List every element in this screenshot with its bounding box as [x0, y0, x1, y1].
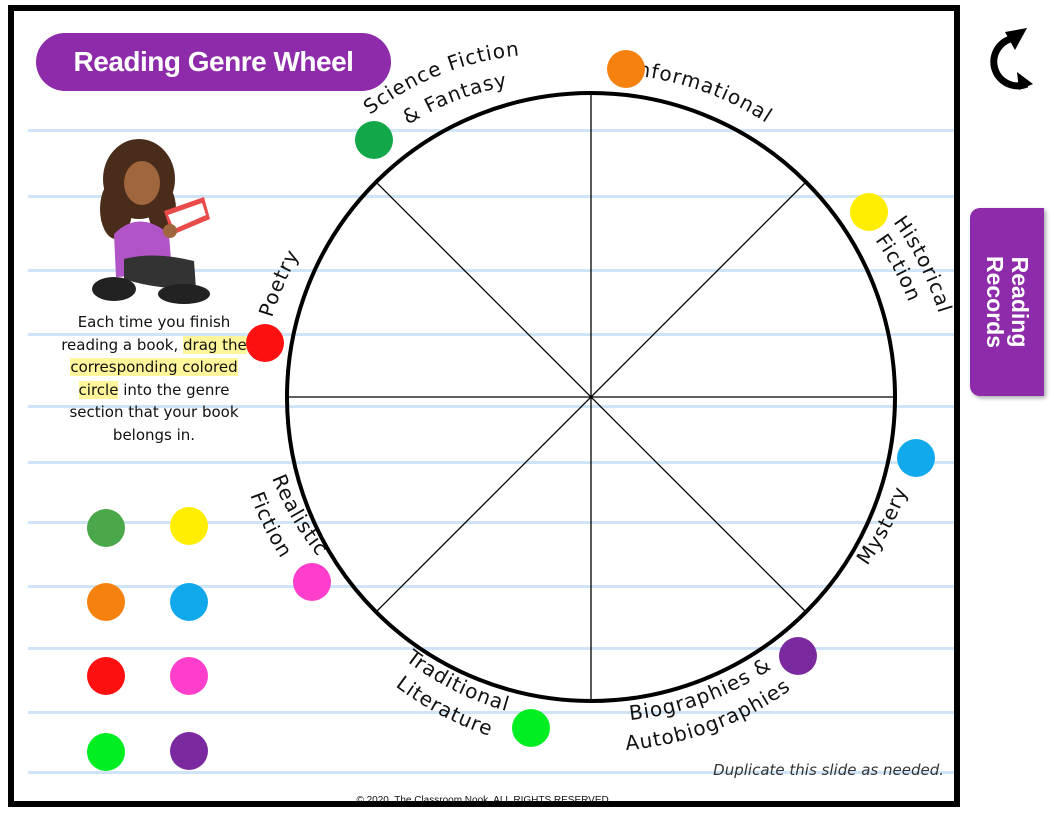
slide: Reading Genre Wheel Each time you finish… [8, 5, 960, 807]
palette-dot-yellow[interactable] [170, 507, 208, 545]
palette-dot-green[interactable] [87, 509, 125, 547]
genre-label-mystery: Mystery [851, 483, 912, 569]
ruled-line [28, 711, 954, 714]
instructions-text: Each time you finish reading a book, dra… [61, 313, 247, 444]
copyright: © 2020. The Classroom Nook. ALL RIGHTS R… [356, 795, 612, 806]
ruled-line [28, 129, 954, 132]
genre-label-informational: Informational [629, 56, 777, 127]
genre-dot-informational[interactable] [607, 50, 645, 88]
ruled-line [28, 585, 954, 588]
genre-dot-historical-fiction[interactable] [850, 193, 888, 231]
ruled-line [28, 521, 954, 524]
genre-dot-biographies[interactable] [779, 637, 817, 675]
page-title: Reading Genre Wheel [36, 33, 391, 91]
genre-dot-realistic-fiction[interactable] [293, 563, 331, 601]
palette-dot-blue[interactable] [170, 583, 208, 621]
ruled-line [28, 461, 954, 464]
palette-dot-lime[interactable] [87, 733, 125, 771]
circular-arrow-icon[interactable] [975, 10, 1045, 92]
girl-reading-book-icon [92, 139, 210, 304]
ruled-line [28, 405, 954, 408]
ruled-line [28, 333, 954, 336]
ruled-line [28, 647, 954, 650]
wheel-divider [375, 181, 807, 613]
genre-dot-science-fiction[interactable] [355, 121, 393, 159]
genre-dot-poetry[interactable] [246, 324, 284, 362]
ruled-line [28, 195, 954, 198]
genre-dot-mystery[interactable] [897, 439, 935, 477]
palette-dot-orange[interactable] [87, 583, 125, 621]
reading-records-tab[interactable]: Reading Records [970, 208, 1044, 396]
palette-dot-pink[interactable] [170, 657, 208, 695]
ruled-line [28, 771, 954, 774]
duplicate-note: Duplicate this slide as needed. [713, 761, 944, 779]
palette-dot-purple[interactable] [170, 732, 208, 770]
ruled-line [28, 269, 954, 272]
reading-records-label: Reading Records [982, 255, 1033, 349]
genre-dot-traditional-literature[interactable] [512, 709, 550, 747]
genre-label-poetry: Poetry [254, 245, 304, 320]
palette-dot-red[interactable] [87, 657, 125, 695]
